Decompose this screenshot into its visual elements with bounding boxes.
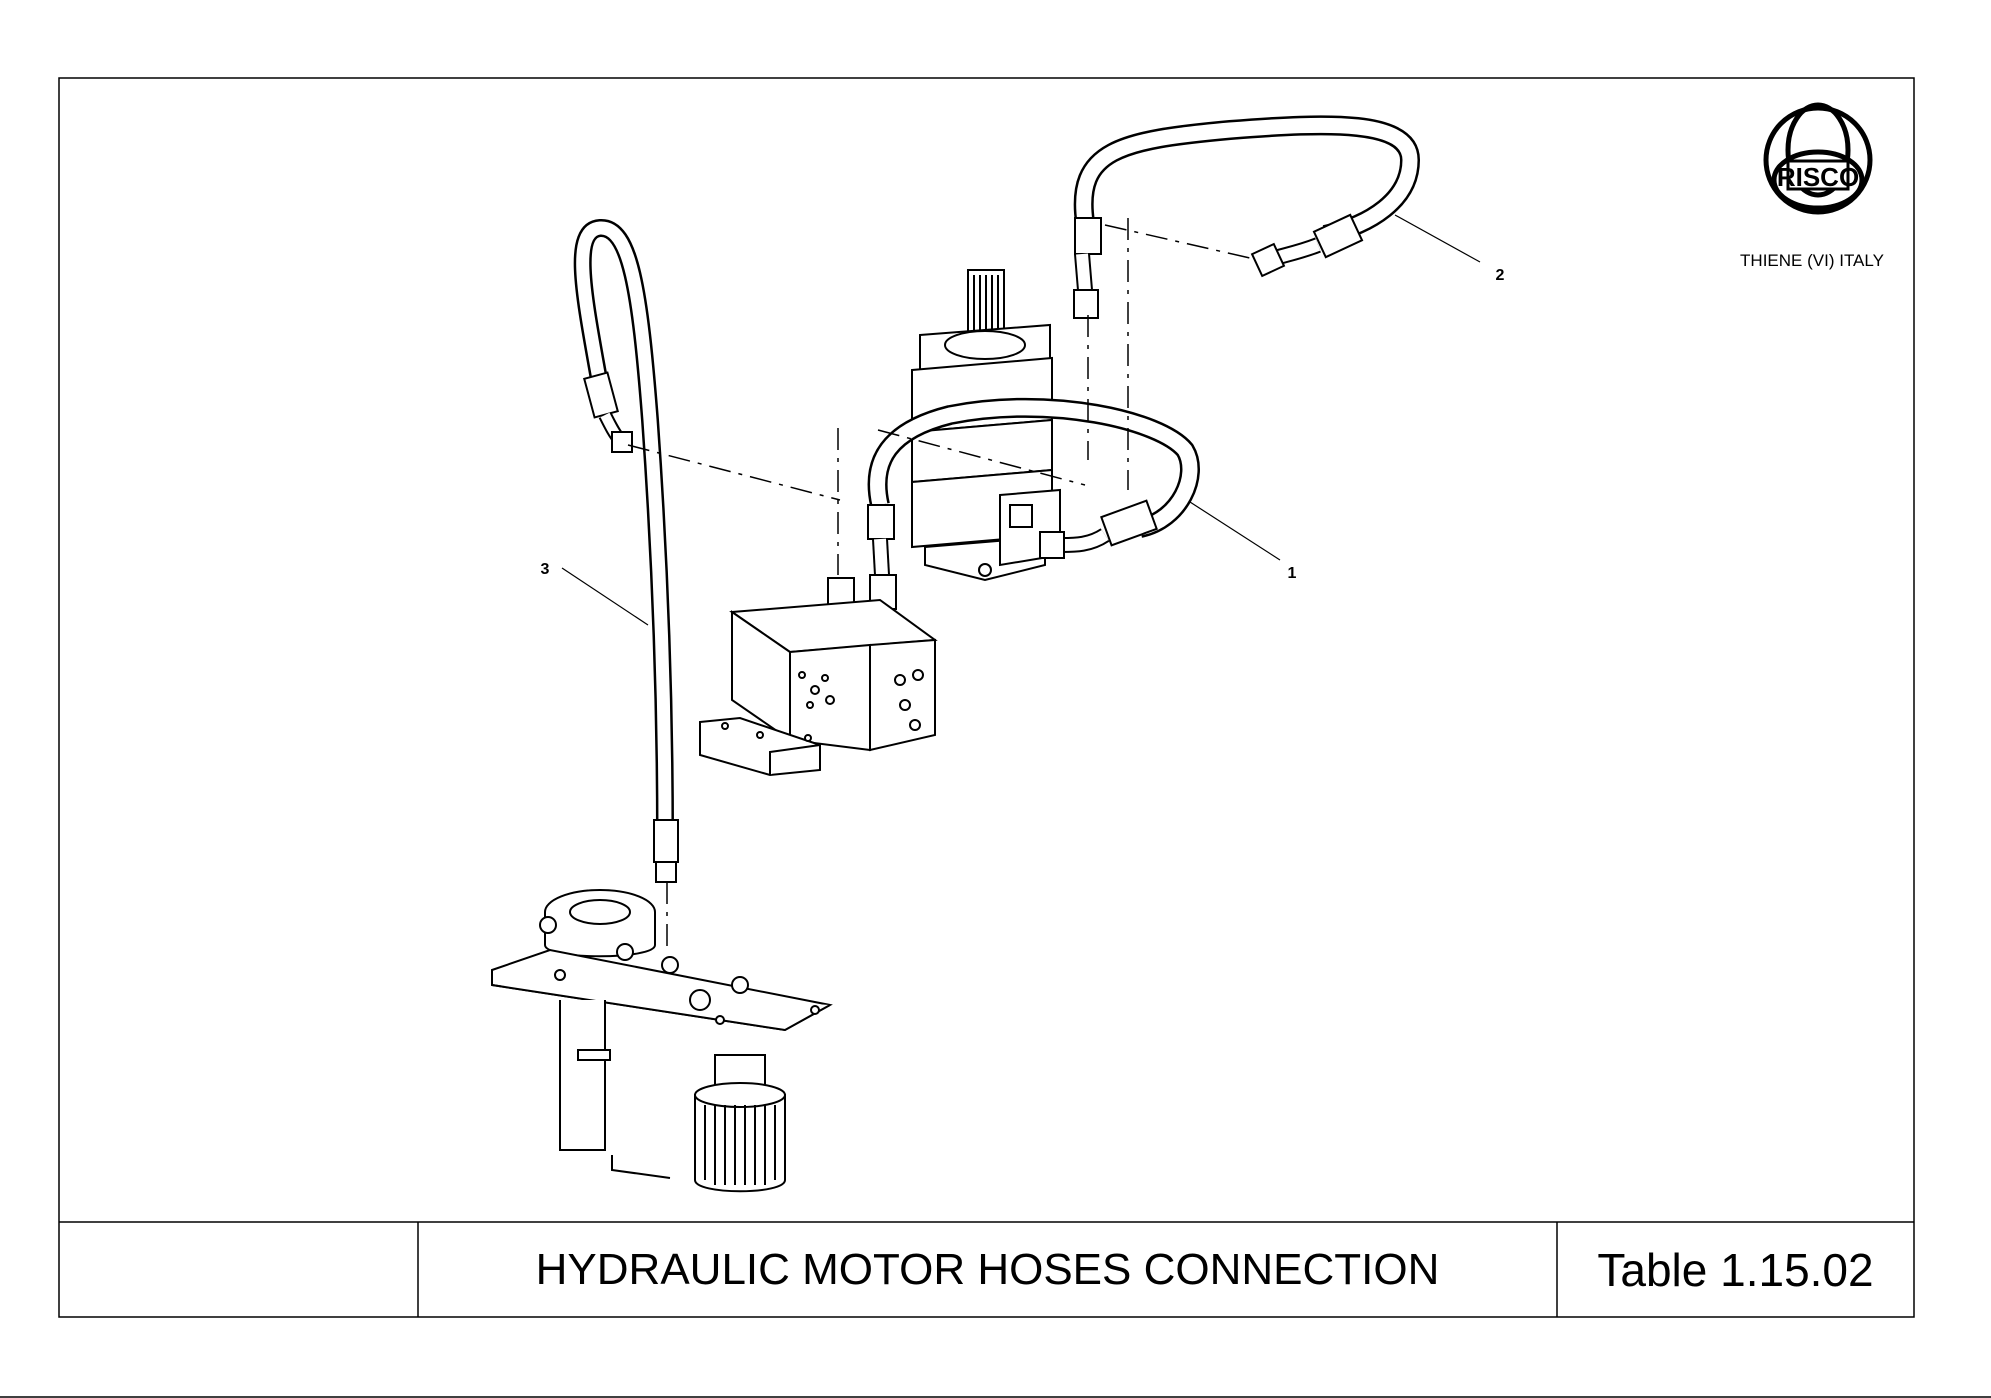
drawing-title: HYDRAULIC MOTOR HOSES CONNECTION xyxy=(535,1244,1440,1294)
callout-leaders xyxy=(561,214,1481,626)
hose-3 xyxy=(573,219,679,883)
risco-logo xyxy=(1763,102,1873,215)
title-block-blank-cell xyxy=(60,1223,417,1316)
pump-filter-assembly xyxy=(491,889,833,1193)
table-number: Table 1.15.02 xyxy=(1597,1243,1874,1296)
alignment-lines xyxy=(627,218,1251,950)
callout-2: 2 xyxy=(1496,267,1505,284)
logo-text-box xyxy=(1786,159,1850,191)
logo-text: RISCO xyxy=(1777,162,1859,192)
brand-location: THIENE (VI) ITALY xyxy=(1740,251,1884,270)
hose-2 xyxy=(1073,115,1421,319)
drawing-frame xyxy=(58,77,1915,1318)
callout-1: 1 xyxy=(1288,565,1297,582)
valve-block xyxy=(699,577,938,777)
callout-3: 3 xyxy=(541,561,550,578)
